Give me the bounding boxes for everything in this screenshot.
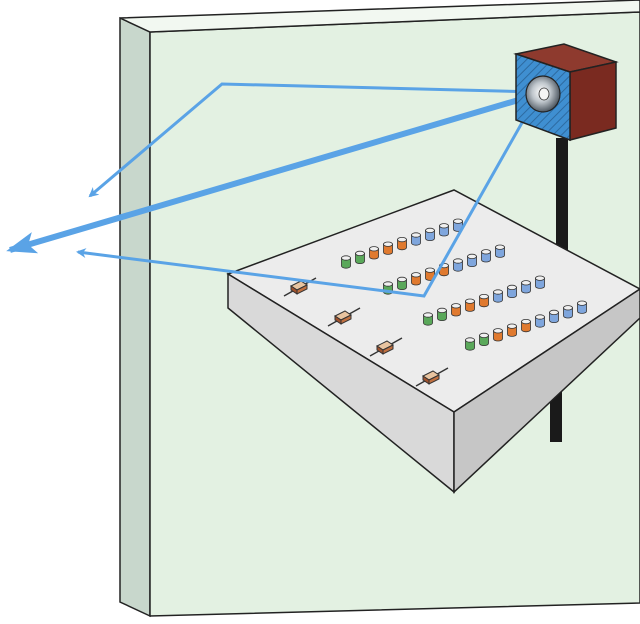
- knob-icon[interactable]: [423, 312, 433, 326]
- speaker-icon: [513, 43, 619, 142]
- knob-icon[interactable]: [425, 267, 435, 281]
- fader-icon[interactable]: [415, 367, 449, 387]
- knob-icon[interactable]: [465, 298, 475, 312]
- knob-icon[interactable]: [507, 323, 517, 337]
- fader-icon[interactable]: [327, 307, 361, 327]
- sound-paths: [6, 82, 541, 298]
- knob-icon[interactable]: [369, 246, 379, 260]
- knob-icon[interactable]: [453, 258, 463, 272]
- speaker-side: [569, 61, 617, 141]
- direct-arrow: [6, 93, 533, 254]
- mixing-console: [226, 189, 640, 494]
- knob-icon[interactable]: [493, 328, 503, 342]
- knob-icon[interactable]: [397, 237, 407, 251]
- knob-icon[interactable]: [535, 275, 545, 289]
- wall-top: [119, 0, 640, 33]
- knob-icon[interactable]: [549, 309, 559, 323]
- knob-icon[interactable]: [411, 272, 421, 286]
- knob-icon[interactable]: [495, 244, 505, 258]
- knob-icon[interactable]: [465, 337, 475, 351]
- knob-icon[interactable]: [451, 303, 461, 317]
- knob-icon[interactable]: [577, 300, 587, 314]
- console-side: [453, 288, 640, 494]
- knob-icon[interactable]: [437, 307, 447, 321]
- wall-edge: [119, 16, 151, 618]
- knob-icon[interactable]: [467, 253, 477, 267]
- knob-icon[interactable]: [479, 293, 489, 308]
- reflected-arrow-upper: [88, 82, 541, 198]
- knob-icon[interactable]: [493, 289, 503, 303]
- knob-icon[interactable]: [439, 223, 449, 237]
- knob-grid: [341, 218, 587, 351]
- speaker-dustcap: [538, 87, 550, 101]
- knob-icon[interactable]: [521, 318, 531, 333]
- knob-icon[interactable]: [563, 305, 573, 319]
- knob-icon[interactable]: [481, 249, 491, 263]
- knob-icon[interactable]: [425, 227, 435, 241]
- knob-icon[interactable]: [411, 232, 421, 246]
- reflected-arrow-console: [76, 97, 538, 298]
- knob-icon[interactable]: [453, 218, 463, 232]
- knob-icon[interactable]: [397, 276, 407, 290]
- fader-icon[interactable]: [369, 337, 403, 357]
- knob-icon[interactable]: [383, 241, 393, 255]
- knob-icon[interactable]: [535, 314, 545, 328]
- stand-pole-upper: [556, 138, 568, 258]
- knob-icon[interactable]: [479, 332, 489, 346]
- knob-icon[interactable]: [521, 280, 531, 294]
- knob-icon[interactable]: [341, 255, 351, 269]
- knob-icon[interactable]: [507, 284, 517, 298]
- knob-icon[interactable]: [355, 250, 365, 264]
